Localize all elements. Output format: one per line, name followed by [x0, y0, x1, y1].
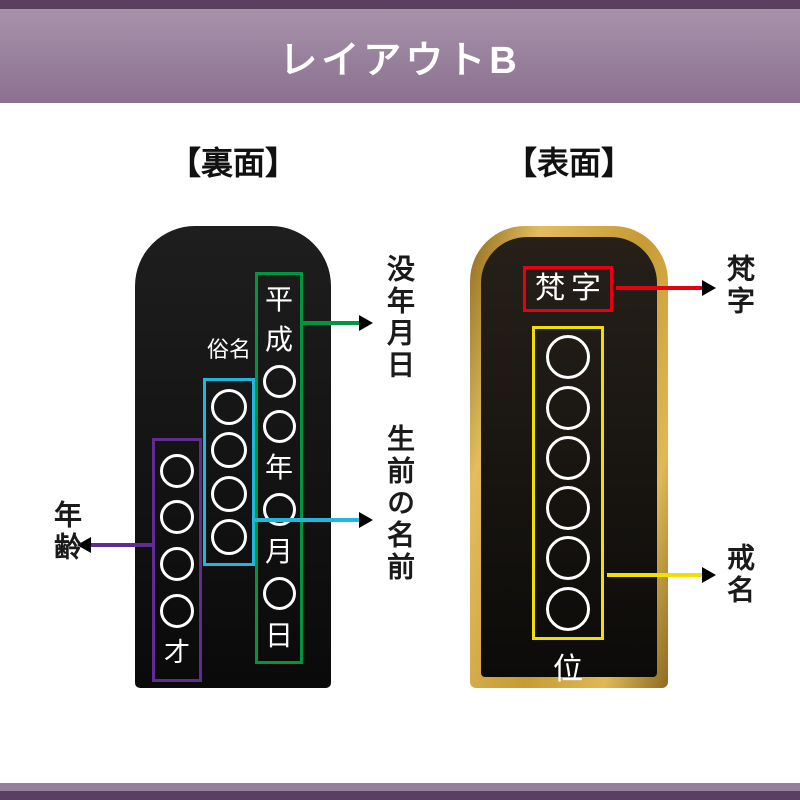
bonji-arrow-line — [616, 286, 702, 290]
secular-name-label: 生前の名前 — [384, 424, 415, 584]
circle-placeholder — [211, 432, 247, 469]
circle-placeholder — [160, 546, 194, 581]
bottom-accent-strip-light — [0, 783, 800, 791]
death-date-arrow-head-icon — [359, 315, 373, 331]
circle-placeholder — [546, 435, 590, 480]
secular-name-box — [203, 378, 255, 566]
header-band: レイアウトB — [0, 9, 800, 103]
bottom-accent-strip-dark — [0, 791, 800, 800]
page-title: レイアウトB — [279, 39, 521, 82]
age-arrow-head-icon — [77, 537, 91, 553]
kurai-label: 位 — [553, 652, 583, 687]
front-panel-heading: 【表面】 — [504, 145, 633, 181]
circle-placeholder — [262, 409, 296, 443]
kaimyo-box — [532, 326, 604, 640]
circle-placeholder — [546, 536, 590, 581]
circle-placeholder — [546, 385, 590, 430]
tablet-char: 月 — [264, 534, 293, 568]
circle-placeholder — [546, 335, 590, 380]
bonji-text: 梵字 — [535, 271, 607, 306]
top-accent-strip — [0, 0, 800, 9]
circle-placeholder — [160, 453, 194, 488]
kaimyo-arrow-head-icon — [702, 567, 716, 583]
age-box: 才 — [152, 438, 202, 682]
tablet-char: 日 — [264, 618, 293, 652]
circle-placeholder — [160, 500, 194, 535]
kaimyo-label: 戒名 — [724, 543, 755, 607]
circle-placeholder — [211, 388, 247, 425]
tablet-char: 才 — [163, 638, 190, 669]
circle-placeholder — [160, 593, 194, 628]
age-arrow-line — [91, 543, 152, 547]
circle-placeholder — [262, 365, 296, 399]
kaimyo-arrow-line — [607, 573, 702, 577]
death-date-arrow-line — [303, 321, 359, 325]
tablet-char: 成 — [264, 322, 293, 356]
age-label: 年齢 — [51, 500, 82, 564]
secular-name-arrow-line — [252, 518, 359, 522]
death-date-label: 没年月日 — [384, 254, 415, 382]
circle-placeholder — [262, 577, 296, 611]
back-panel-heading: 【裏面】 — [168, 145, 297, 181]
circle-placeholder — [546, 586, 590, 631]
secular-name-arrow-head-icon — [359, 512, 373, 528]
circle-placeholder — [546, 486, 590, 531]
death-date-box: 平成年月日 — [255, 272, 303, 664]
bonji-box: 梵字 — [523, 266, 613, 312]
circle-placeholder — [211, 475, 247, 512]
tablet-char: 年 — [264, 450, 293, 484]
zokumyo-label: 俗名 — [206, 338, 251, 363]
tablet-char: 平 — [264, 283, 293, 317]
circle-placeholder — [262, 493, 296, 527]
circle-placeholder — [211, 519, 247, 556]
bonji-label: 梵字 — [724, 254, 755, 318]
bonji-arrow-head-icon — [702, 280, 716, 296]
